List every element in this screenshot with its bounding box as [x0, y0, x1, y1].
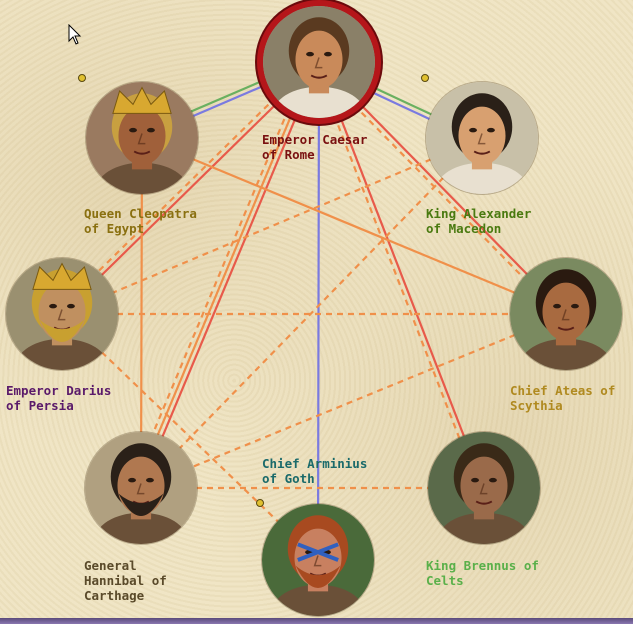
ateas-portrait-icon [510, 258, 622, 370]
label-ateas: Chief Ateas of Scythia [510, 383, 616, 413]
label-cleopatra: Queen Cleopatra of Egypt [84, 206, 197, 236]
leader-arminius[interactable] [262, 504, 374, 616]
caesar-portrait-icon [263, 6, 375, 118]
contact-marker [421, 74, 429, 82]
label-hannibal: General Hannibal of Carthage [84, 558, 167, 603]
label-brennus: King Brennus of Celts [426, 558, 539, 588]
relation-line-alexander-darius [61, 136, 483, 316]
contact-marker [78, 74, 86, 82]
leader-ateas[interactable] [510, 258, 622, 370]
label-caesar: Emperor Caesar of Rome [262, 132, 368, 162]
arminius-portrait-icon [262, 504, 374, 616]
leader-caesar[interactable] [263, 6, 375, 118]
brennus-portrait-icon [428, 432, 540, 544]
leader-darius[interactable] [6, 258, 118, 370]
label-alexander: King Alexander of Macedon [426, 206, 532, 236]
hannibal-portrait-icon [85, 432, 197, 544]
alexander-portrait-icon [426, 82, 538, 194]
leader-alexander[interactable] [426, 82, 538, 194]
label-arminius: Chief Arminius of Goth [262, 456, 368, 486]
relation-line-caesar-arminius [316, 61, 321, 561]
relation-line-alexander-hannibal [140, 137, 483, 489]
contact-marker [256, 499, 264, 507]
darius-portrait-icon [6, 258, 118, 370]
cleopatra-portrait-icon [86, 82, 198, 194]
label-darius: Emperor Darius of Persia [6, 383, 112, 413]
relation-line-cleopatra-ateas [141, 136, 567, 316]
leader-brennus[interactable] [428, 432, 540, 544]
leader-cleopatra[interactable] [86, 82, 198, 194]
relation-line-caesar-brennus [317, 61, 486, 489]
mouse-cursor-icon [68, 24, 82, 45]
relation-line-caesar-hannibal [139, 61, 321, 489]
leader-hannibal[interactable] [85, 432, 197, 544]
bottom-bar [0, 618, 633, 624]
